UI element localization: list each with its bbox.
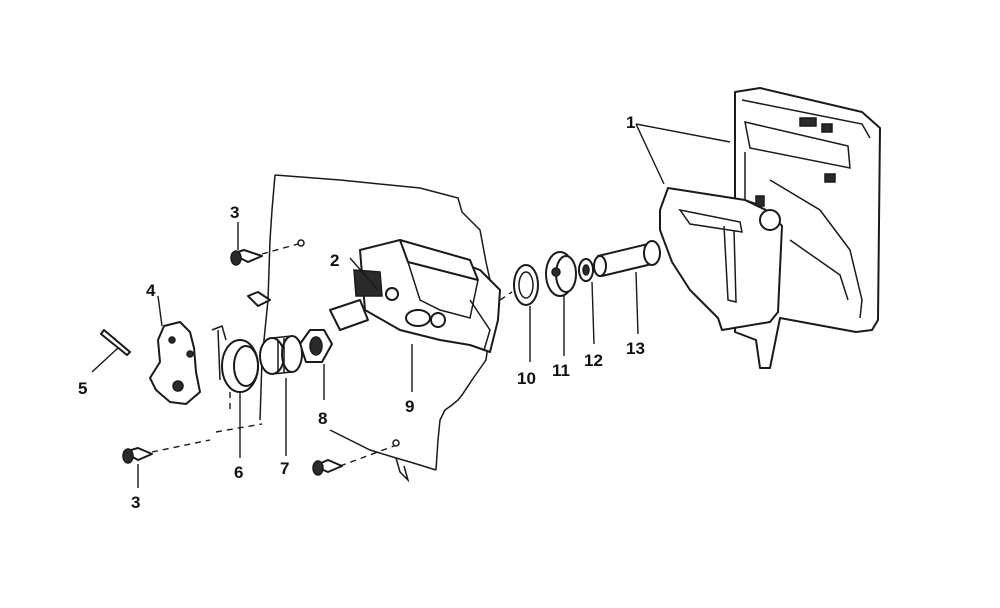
- part-10-washer: [513, 264, 539, 306]
- callout-9: 9: [405, 397, 414, 416]
- part-3-screw-middle: [247, 291, 271, 307]
- alignment-lines: [151, 243, 513, 467]
- part-9-housing: [329, 239, 501, 353]
- callout-1: 1: [626, 113, 635, 132]
- callout-7: 7: [280, 459, 289, 478]
- part-5-pin: [100, 329, 131, 356]
- callout-13: 13: [626, 339, 645, 358]
- part-13-shaft: [593, 240, 661, 277]
- callout-6: 6: [234, 463, 243, 482]
- part-8-nut: [299, 329, 333, 363]
- callout-2: 2: [330, 251, 339, 270]
- leader-lines: [91, 123, 731, 488]
- callout-12: 12: [584, 351, 603, 370]
- part-3-screw-upper: [230, 239, 305, 266]
- callout-3-upper: 3: [230, 203, 239, 222]
- callout-labels: 1 2 3 3 4 5 6 7 8 9 10 11 12 13: [78, 113, 645, 512]
- part-6-cup: [211, 324, 259, 393]
- panel-cutout-outline: [259, 174, 491, 483]
- callout-10: 10: [517, 369, 536, 388]
- part-4-lever: [149, 321, 201, 405]
- callout-8: 8: [318, 409, 327, 428]
- part-3-screw-lower-right: [312, 439, 400, 476]
- part-3-screw-lower-left: [122, 447, 153, 464]
- callout-4: 4: [146, 281, 156, 300]
- part-11-hub: [545, 251, 577, 297]
- part-7-bushing: [259, 335, 303, 375]
- callout-11: 11: [552, 361, 570, 380]
- callout-5: 5: [78, 379, 87, 398]
- part-1-frame: [659, 87, 881, 369]
- callout-3-lower: 3: [131, 493, 140, 512]
- part-12-ring: [578, 258, 594, 282]
